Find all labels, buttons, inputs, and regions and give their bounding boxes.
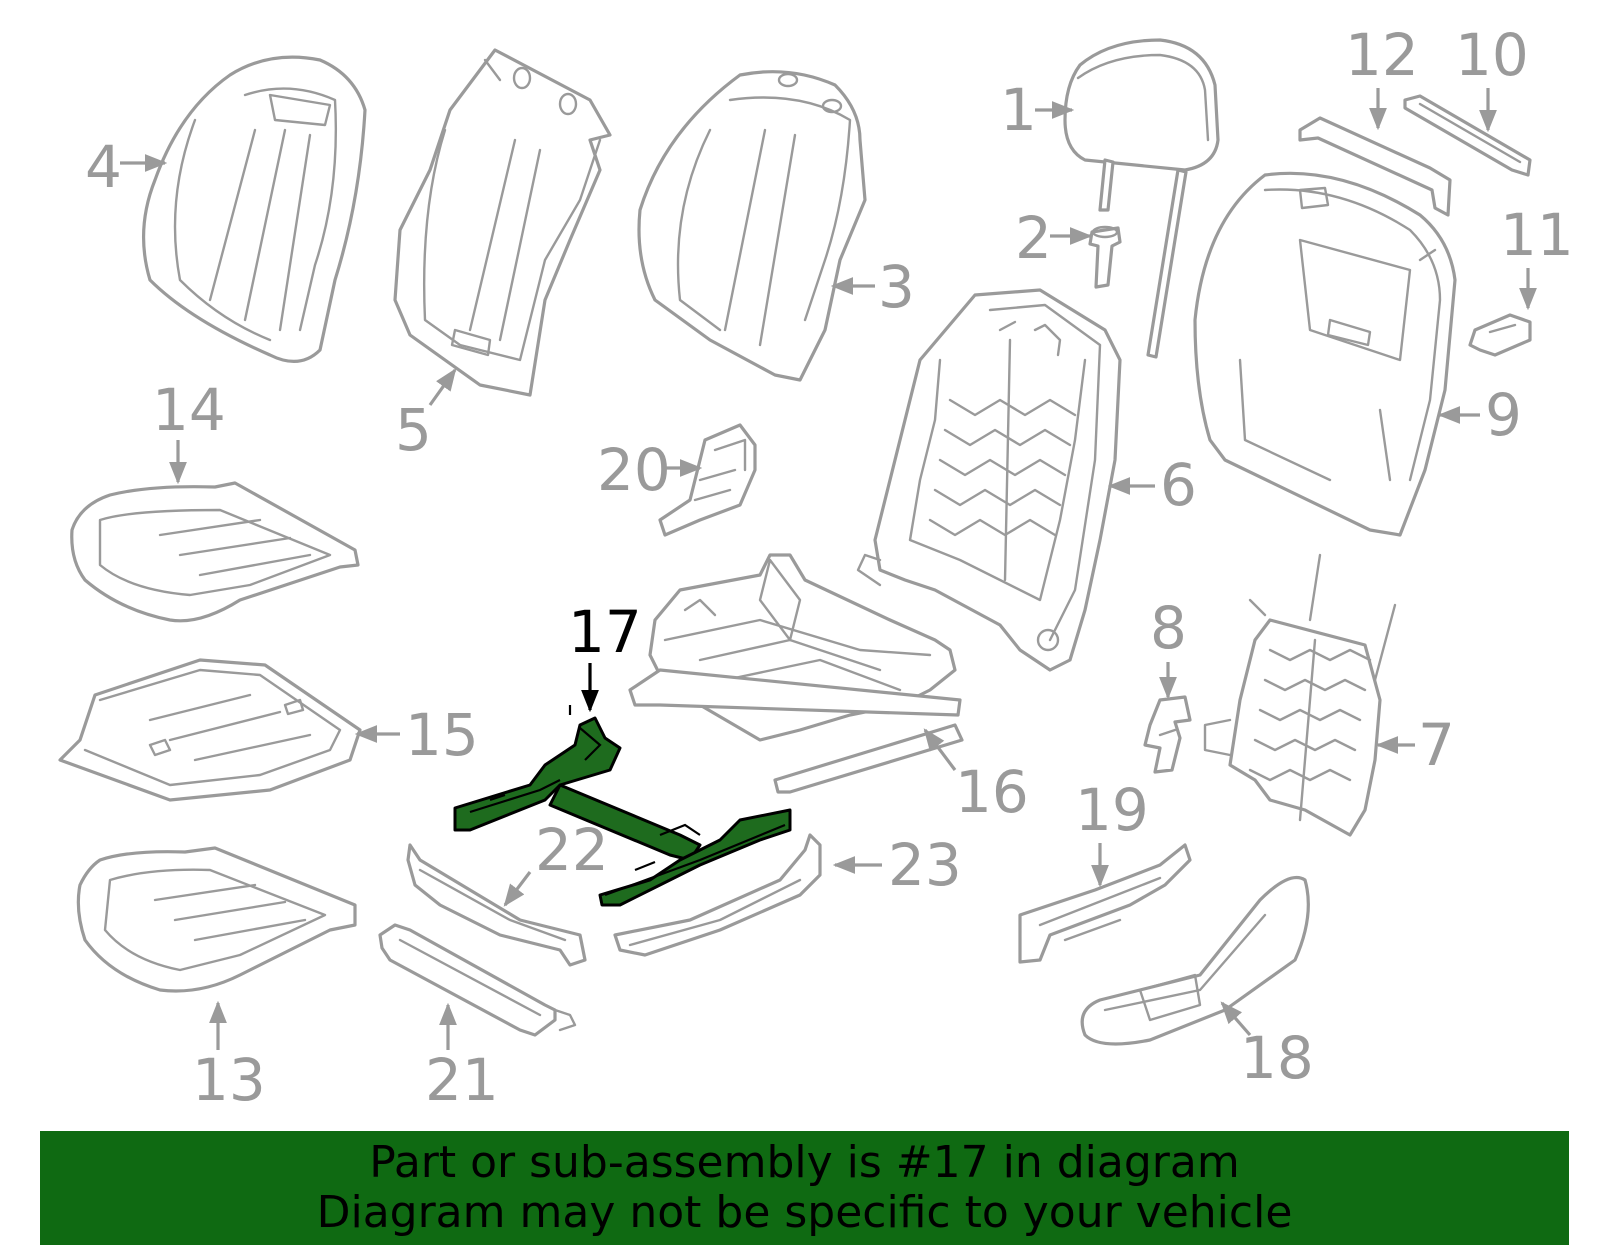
callout-23: 23 (832, 831, 962, 899)
callout-20: 20 (597, 436, 703, 504)
svg-text:20: 20 (597, 436, 671, 504)
banner-line-2: Diagram may not be specific to your vehi… (316, 1187, 1293, 1238)
svg-text:22: 22 (535, 816, 609, 884)
callout-14: 14 (152, 376, 226, 485)
part-20-bracket (658, 423, 757, 537)
callout-15: 15 (354, 701, 479, 769)
part-19-side-trim (1018, 843, 1192, 964)
callout-17: 17 (568, 598, 642, 713)
svg-text:8: 8 (1150, 594, 1187, 662)
part-7-lumbar-mat (1203, 553, 1397, 837)
part-1-headrest (1063, 38, 1220, 359)
callout-1: 1 (1000, 76, 1075, 144)
part-8-clip (1143, 695, 1192, 774)
svg-text:16: 16 (955, 758, 1029, 826)
part-18-side-cover (1080, 875, 1310, 1046)
svg-text:7: 7 (1418, 711, 1455, 779)
svg-text:5: 5 (395, 396, 432, 464)
part-9-rear-panel (1193, 171, 1457, 537)
svg-text:13: 13 (192, 1046, 266, 1114)
callout-6: 6 (1107, 451, 1197, 519)
callout-12: 12 (1345, 21, 1419, 131)
callout-19: 19 (1075, 776, 1149, 888)
callout-11: 11 (1500, 201, 1574, 311)
svg-text:15: 15 (405, 701, 479, 769)
part-21-rail-cover (378, 923, 577, 1037)
banner-line-1: Part or sub-assembly is #17 in diagram (369, 1137, 1240, 1188)
svg-text:18: 18 (1240, 1024, 1314, 1092)
svg-text:6: 6 (1160, 451, 1197, 519)
info-banner: Part or sub-assembly is #17 in diagram D… (40, 1131, 1569, 1245)
svg-text:14: 14 (152, 376, 226, 444)
callout-5: 5 (395, 368, 457, 464)
part-10-rail (1403, 94, 1532, 177)
part-12-trim-strip (1298, 116, 1452, 217)
callout-4: 4 (85, 133, 168, 201)
part-5-back-panel (393, 48, 612, 397)
callout-13: 13 (192, 1000, 266, 1114)
callout-21: 21 (425, 1002, 499, 1114)
svg-text:17: 17 (568, 598, 642, 666)
part-11-connector (1468, 313, 1532, 357)
svg-text:3: 3 (878, 253, 915, 321)
part-15-seat-pan (58, 658, 362, 802)
svg-text:11: 11 (1500, 201, 1574, 269)
svg-text:2: 2 (1015, 204, 1052, 272)
part-16-seat-frame (628, 553, 964, 794)
callout-9: 9 (1437, 381, 1522, 449)
part-6-backrest-frame (856, 288, 1122, 672)
svg-text:21: 21 (425, 1046, 499, 1114)
part-2-guide-sleeve (1088, 225, 1122, 289)
svg-text:9: 9 (1485, 381, 1522, 449)
part-3-backrest-frame-cover (637, 70, 867, 382)
svg-text:23: 23 (888, 831, 962, 899)
part-17-seat-track (453, 705, 792, 907)
svg-text:4: 4 (85, 133, 122, 201)
svg-text:10: 10 (1455, 21, 1529, 89)
callout-22: 22 (503, 816, 609, 907)
part-13-seat-cushion (76, 846, 357, 993)
callout-10: 10 (1455, 21, 1529, 133)
callout-2: 2 (1015, 204, 1093, 272)
callout-18: 18 (1220, 1001, 1314, 1092)
callout-16: 16 (923, 728, 1029, 826)
svg-text:1: 1 (1000, 76, 1037, 144)
part-4-backrest-cover (141, 55, 367, 363)
svg-text:12: 12 (1345, 21, 1419, 89)
svg-text:19: 19 (1075, 776, 1149, 844)
part-14-seat-cover (70, 481, 360, 623)
callout-7: 7 (1375, 711, 1455, 779)
callout-8: 8 (1150, 594, 1187, 700)
part-23-trim-panel (613, 833, 822, 957)
callout-3: 3 (830, 253, 915, 321)
part-22-trim-panel (406, 843, 587, 967)
